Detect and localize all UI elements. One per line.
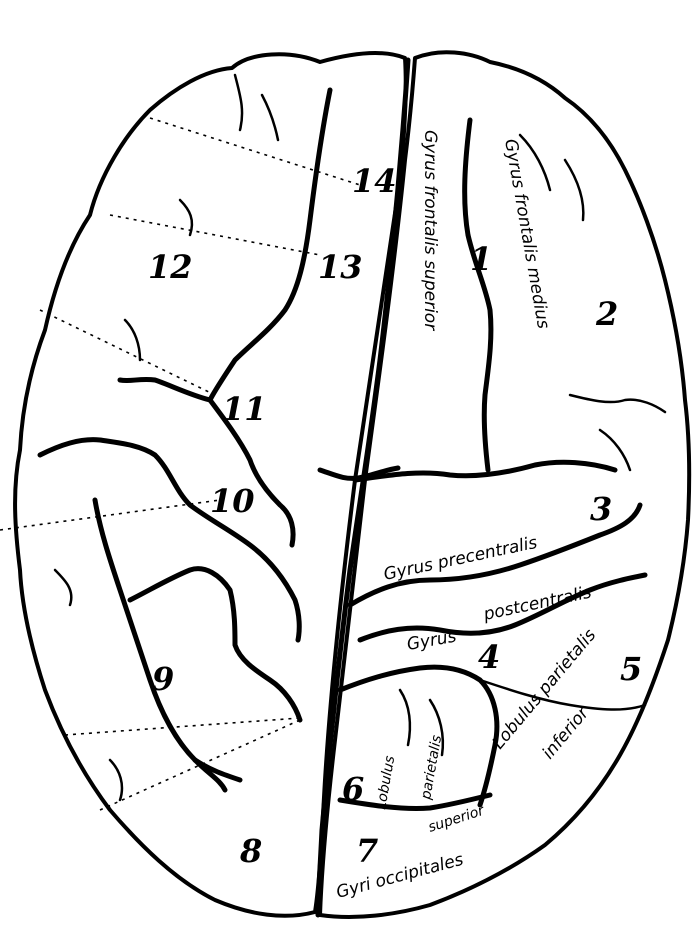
right-lateral-parietal-sulcus [478, 678, 647, 711]
left-precentral-sulcus [207, 397, 296, 548]
branch-sulcus-1 [233, 73, 244, 132]
number-3: 3 [590, 490, 612, 528]
number-4: 4 [478, 638, 500, 676]
label-gyrus-frontalis-medius: Gyrus frontalis medius [500, 137, 553, 330]
number-12: 12 [148, 248, 193, 286]
branch-sulcus-4 [123, 318, 142, 362]
branch-sulcus-3 [178, 198, 194, 237]
number-2: 2 [595, 295, 618, 333]
number-8: 8 [239, 832, 262, 870]
branch-sulcus-6 [563, 158, 585, 222]
branch-sulcus-8 [53, 568, 73, 607]
label-lobulus: Lobulus [373, 755, 398, 811]
number-14: 14 [352, 162, 397, 200]
number-7: 7 [356, 832, 378, 870]
right-central-sulcus [347, 502, 643, 608]
right-precentral-sulcus [352, 459, 618, 483]
left-superior-frontal-sulcus [207, 87, 333, 403]
leader-line-14 [149, 117, 361, 186]
label-parietalis: parietalis [418, 734, 445, 802]
left-intraparietal-sulcus [127, 566, 303, 723]
label-gyrus: Gyrus [405, 627, 458, 655]
right-inferior-frontal-sulcus [568, 393, 667, 414]
number-10: 10 [210, 482, 255, 520]
leader-line-13 [109, 214, 321, 256]
longitudinal-fissure [315, 57, 411, 918]
right-parieto-occipital-sulcus [337, 792, 493, 811]
number-9: 9 [152, 660, 174, 698]
left-postcentral-sulcus [92, 497, 228, 793]
branch-sulcus-10 [398, 688, 412, 747]
label-gyri-occipitales: Gyri occipitales [334, 850, 466, 903]
number-6: 6 [342, 770, 364, 808]
left-hemisphere-outline [13, 51, 408, 918]
number-5: 5 [620, 650, 642, 688]
branch-sulcus-5 [518, 133, 552, 192]
left-parieto-occipital-sulcus [192, 757, 243, 783]
label-lobulus-parietalis-inferior-2: inferior [539, 703, 594, 763]
number-13: 13 [318, 248, 363, 286]
branch-sulcus-11 [428, 698, 445, 757]
left-inferior-frontal-sulcus [117, 376, 213, 403]
number-1: 1 [470, 240, 492, 278]
branch-sulcus-9 [108, 758, 124, 802]
label-postcentralis: postcentralis [481, 582, 594, 625]
left-central-sulcus [37, 437, 302, 643]
leader-line-10 [0, 499, 221, 531]
label-gyrus-frontalis-superior: Gyrus frontalis superior [420, 130, 440, 331]
branch-sulcus-2 [260, 93, 280, 142]
leader-line-12 [39, 309, 216, 396]
number-11: 11 [222, 390, 267, 428]
right-postcentral-sulcus [357, 572, 648, 643]
leader-line-9a [64, 717, 301, 736]
right-superior-frontal-sulcus [462, 117, 494, 473]
branch-sulcus-7 [598, 428, 632, 472]
